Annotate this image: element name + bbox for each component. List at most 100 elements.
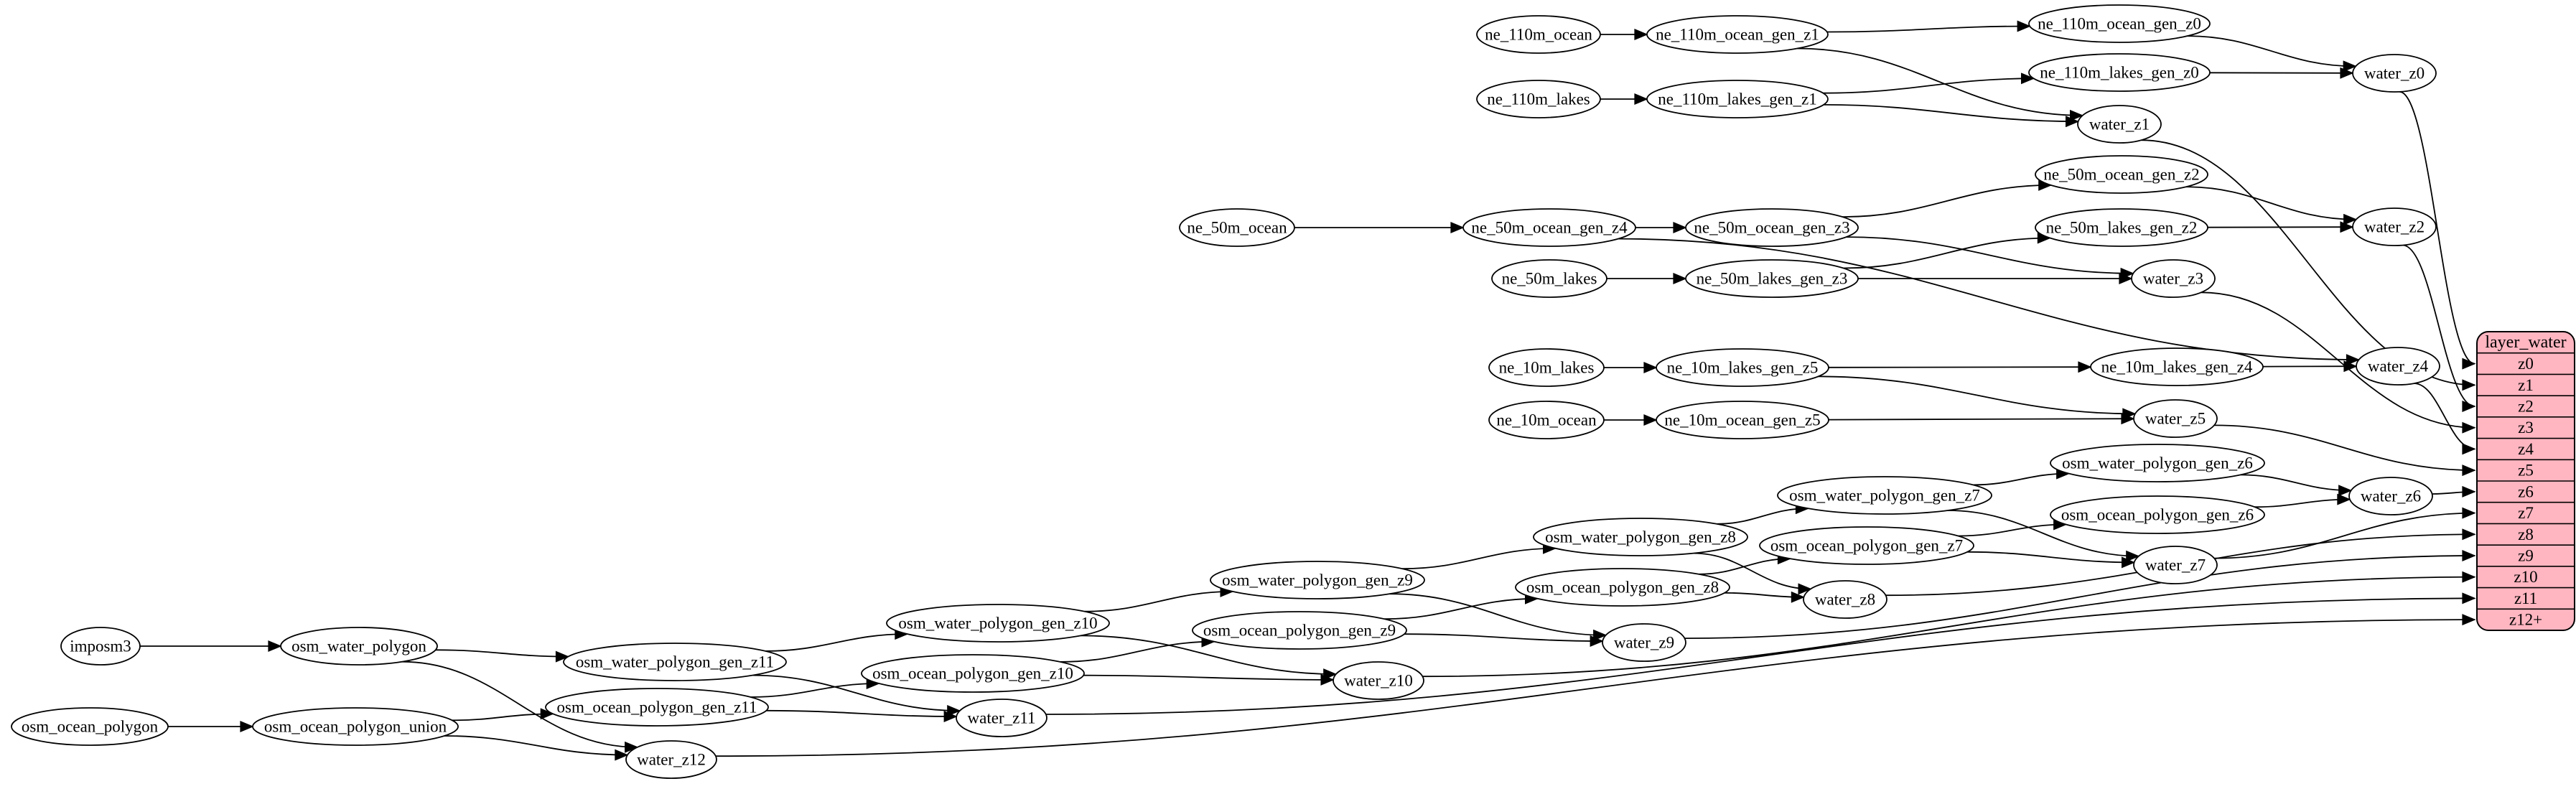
node-water-z10: water_z10: [1333, 661, 1424, 700]
node-ellipse-ne-10m-ocean-gen-z5: [1656, 401, 1829, 439]
edge-ne-10m-lakes-gen-z5-to-ne-10m-lakes-gen-z4: [1828, 361, 2092, 373]
edge-water-z9-to-layer-water-z9: [1684, 550, 2476, 639]
edge-osm-water-polygon-gen-z9-to-osm-water-polygon-gen-z8: [1402, 542, 1557, 570]
edge-osm-water-polygon-gen-z8-to-osm-water-polygon-gen-z7: [1717, 503, 1810, 525]
node-osm-water-polygon-gen-z9: osm_water_polygon_gen_z9: [1210, 561, 1425, 599]
node-osm-ocean-polygon-gen-z9: osm_ocean_polygon_gen_z9: [1192, 611, 1407, 650]
node-osm-water-polygon-gen-z7: osm_water_polygon_gen_z7: [1777, 476, 1992, 515]
edge-water-z4-to-layer-water-z4: [2414, 383, 2476, 455]
node-ellipse-imposm3: [60, 627, 141, 666]
node-water-z4: water_z4: [2356, 347, 2440, 386]
node-ellipse-osm-ocean-polygon-gen-z9: [1192, 611, 1407, 650]
node-label-water-z11: water_z11: [968, 709, 1036, 727]
node-label-water-z8: water_z8: [1815, 591, 1875, 609]
node-ellipse-water-z8: [1803, 580, 1887, 619]
edge-osm-water-polygon-to-water-z12: [401, 660, 639, 753]
node-label-ne-50m-ocean: ne_50m_ocean: [1187, 219, 1287, 237]
node-ellipse-osm-ocean-polygon-gen-z6: [2050, 495, 2265, 534]
table-row-label-z11: z11: [2514, 589, 2537, 607]
edge-osm-water-polygon-gen-z7-to-water-z7: [1947, 510, 2140, 562]
node-ne-10m-ocean: ne_10m_ocean: [1488, 401, 1605, 439]
edge-osm-ocean-polygon-union-to-osm-ocean-polygon-gen-z11: [452, 708, 554, 722]
edge-osm-water-polygon-gen-z10-to-osm-water-polygon-gen-z9: [1084, 585, 1234, 612]
table-row-label-z0: z0: [2518, 355, 2534, 373]
node-label-osm-water-polygon-gen-z6: osm_water_polygon_gen_z6: [2062, 454, 2253, 472]
node-water-z8: water_z8: [1803, 580, 1887, 619]
edge-osm-ocean-polygon-gen-z11-to-water-z11: [766, 709, 958, 722]
node-label-osm-water-polygon-gen-z7: osm_water_polygon_gen_z7: [1789, 487, 1980, 505]
table-title: layer_water: [2485, 333, 2566, 352]
node-label-water-z6: water_z6: [2361, 487, 2421, 505]
node-ellipse-water-z2: [2352, 207, 2437, 246]
node-label-ne-110m-lakes-gen-z1: ne_110m_lakes_gen_z1: [1658, 90, 1816, 108]
node-ne-10m-lakes-gen-z5: ne_10m_lakes_gen_z5: [1656, 348, 1829, 387]
node-ellipse-water-z9: [1602, 623, 1686, 662]
node-label-osm-ocean-polygon-gen-z6: osm_ocean_polygon_gen_z6: [2061, 506, 2254, 524]
node-label-ne-10m-ocean-gen-z5: ne_10m_ocean_gen_z5: [1664, 411, 1820, 429]
node-ellipse-water-z5: [2133, 399, 2218, 438]
node-ellipse-ne-50m-ocean-gen-z2: [2035, 155, 2208, 194]
edge-osm-ocean-polygon-gen-z10-to-osm-ocean-polygon-gen-z9: [1060, 635, 1215, 663]
node-label-ne-110m-ocean-gen-z0: ne_110m_ocean_gen_z0: [2038, 15, 2201, 33]
edge-ne-110m-lakes-gen-z1-to-ne-110m-lakes-gen-z0: [1823, 73, 2035, 94]
node-label-ne-10m-ocean: ne_10m_ocean: [1496, 411, 1597, 429]
node-ellipse-osm-water-polygon-gen-z11: [563, 643, 787, 681]
node-imposm3: imposm3: [60, 627, 141, 666]
node-water-z11: water_z11: [956, 699, 1047, 737]
node-ellipse-ne-10m-ocean: [1488, 401, 1605, 439]
node-water-z9: water_z9: [1602, 623, 1686, 662]
edge-ne-110m-lakes-gen-z1-to-water-z1: [1823, 104, 2080, 128]
node-label-osm-ocean-polygon-union: osm_ocean_polygon_union: [264, 718, 447, 736]
node-label-ne-110m-ocean-gen-z1: ne_110m_ocean_gen_z1: [1656, 26, 1819, 44]
edge-osm-water-polygon-gen-z11-to-water-z11: [752, 674, 961, 716]
edge-ne-110m-ocean-gen-z0-to-water-z0: [2187, 35, 2357, 73]
table-row-label-z7: z7: [2518, 504, 2534, 522]
node-label-water-z12: water_z12: [637, 751, 706, 769]
node-ne-50m-ocean-gen-z2: ne_50m_ocean_gen_z2: [2035, 155, 2208, 194]
edge-osm-ocean-polygon-union-to-water-z12: [444, 735, 629, 761]
layer-water-table: layer_waterz0z1z2z3z4z5z6z7z8z9z10z11z12…: [2476, 331, 2575, 631]
table-row-label-z3: z3: [2518, 419, 2534, 436]
node-osm-ocean-polygon-gen-z11: osm_ocean_polygon_gen_z11: [545, 688, 769, 727]
node-ellipse-osm-ocean-polygon-gen-z11: [545, 688, 769, 727]
table-row-label-z1: z1: [2518, 376, 2534, 394]
edge-water-z2-to-layer-water-z2: [2402, 244, 2476, 412]
node-label-water-z7: water_z7: [2145, 556, 2206, 574]
node-ellipse-water-z1: [2077, 105, 2162, 144]
table-row-label-z9: z9: [2518, 547, 2534, 565]
node-ne-50m-ocean-gen-z4: ne_50m_ocean_gen_z4: [1462, 208, 1636, 247]
node-label-water-z5: water_z5: [2145, 410, 2206, 428]
node-ne-50m-ocean-gen-z3: ne_50m_ocean_gen_z3: [1685, 208, 1859, 247]
node-ellipse-water-z10: [1333, 661, 1424, 700]
node-osm-ocean-polygon-gen-z6: osm_ocean_polygon_gen_z6: [2050, 495, 2265, 534]
table-row-label-z6: z6: [2518, 482, 2534, 500]
node-label-osm-ocean-polygon: osm_ocean_polygon: [22, 718, 159, 736]
node-water-z12: water_z12: [625, 740, 717, 779]
node-water-z2: water_z2: [2352, 207, 2437, 246]
node-label-osm-ocean-polygon-gen-z8: osm_ocean_polygon_gen_z8: [1526, 579, 1719, 597]
node-label-osm-water-polygon: osm_water_polygon: [291, 638, 426, 655]
node-ellipse-ne-50m-ocean-gen-z4: [1462, 208, 1636, 247]
edge-ne-50m-lakes-gen-z3-to-ne-50m-lakes-gen-z2: [1843, 232, 2051, 269]
node-label-ne-110m-lakes-gen-z0: ne_110m_lakes_gen_z0: [2040, 64, 2198, 82]
node-label-water-z3: water_z3: [2143, 270, 2203, 288]
node-label-ne-50m-lakes-gen-z3: ne_50m_lakes_gen_z3: [1697, 270, 1848, 288]
node-label-water-z9: water_z9: [1614, 634, 1674, 652]
node-ellipse-osm-water-polygon-gen-z10: [886, 604, 1110, 643]
edge-water-z6-to-layer-water-z6: [2432, 485, 2476, 498]
edge-osm-water-polygon-to-osm-water-polygon-gen-z11: [435, 649, 570, 663]
node-osm-water-polygon: osm_water_polygon: [280, 627, 438, 666]
edge-osm-ocean-polygon-gen-z9-to-water-z9: [1404, 633, 1604, 647]
node-label-water-z2: water_z2: [2364, 218, 2425, 236]
edge-ne-50m-ocean-gen-z4-to-water-z4: [1618, 238, 2361, 366]
table-row-label-z4: z4: [2518, 440, 2534, 458]
node-ellipse-osm-water-polygon-gen-z7: [1777, 476, 1992, 515]
node-ellipse-ne-50m-lakes-gen-z3: [1685, 259, 1859, 298]
edge-osm-ocean-polygon-gen-z7-to-water-z7: [1967, 551, 2136, 569]
node-label-ne-10m-lakes: ne_10m_lakes: [1499, 359, 1595, 377]
node-ne-10m-lakes: ne_10m_lakes: [1488, 348, 1605, 387]
node-label-osm-ocean-polygon-gen-z7: osm_ocean_polygon_gen_z7: [1770, 537, 1963, 555]
node-ellipse-water-z3: [2131, 259, 2216, 298]
